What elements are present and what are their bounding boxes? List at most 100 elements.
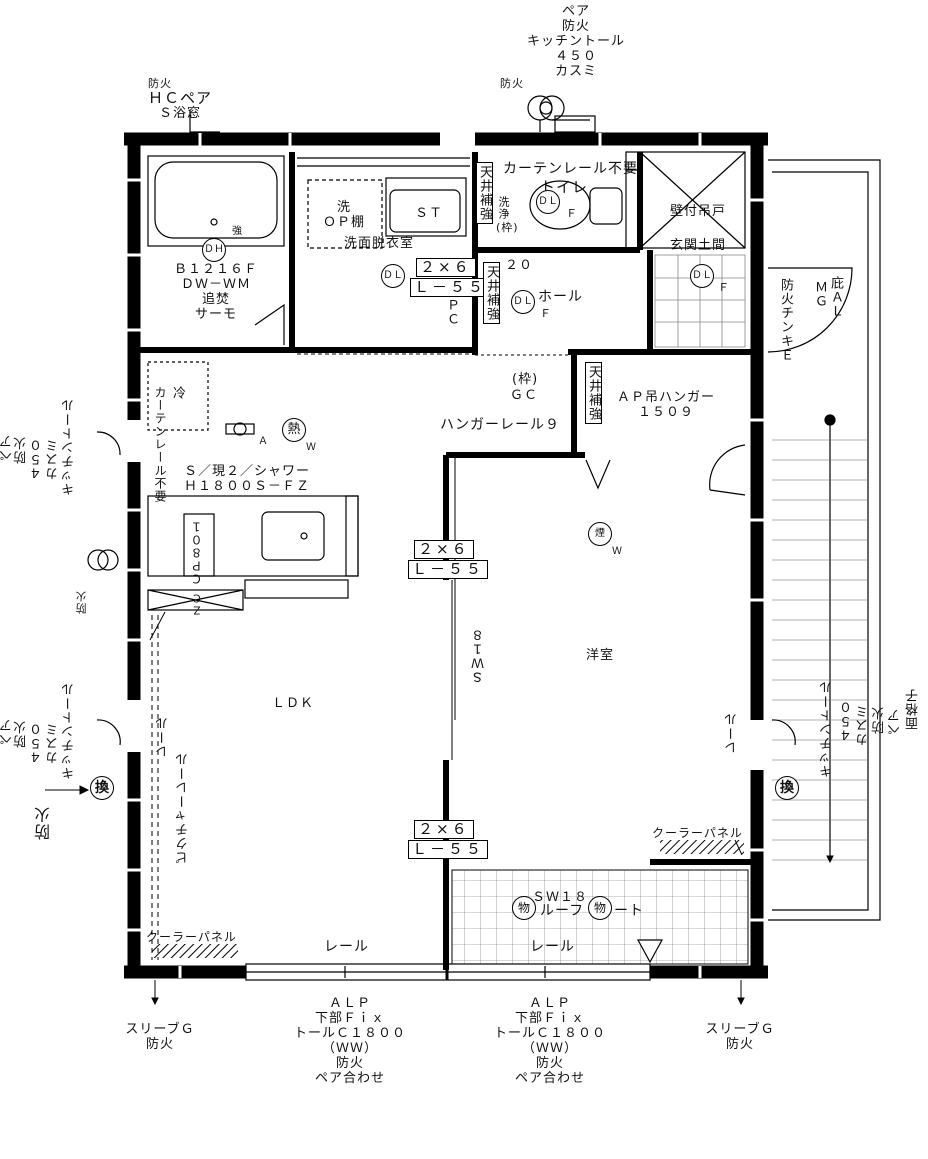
bath-spec-2: ＤＷ－ＷＭ [180, 277, 251, 292]
western-cooler-label: クーラーパネル [652, 826, 743, 840]
entrance-door-spec: 防火チンキＥ [778, 278, 793, 362]
toilet-f: Ｆ [566, 207, 578, 220]
bottom-window-2-label: ＡＬＰ 下部Ｆｉｘ トールＣ１８００ （ＷＷ） 防火 ペア合わせ [480, 996, 620, 1086]
western-smoke-symbol: 煙 [588, 522, 612, 546]
sleeve-left-label: スリーブＧ 防火 [110, 1022, 210, 1052]
hall-frame: (枠) [512, 372, 539, 387]
toilet-window-l3: キッチントール [526, 34, 625, 49]
washroom-name: 洗面脱衣室 [344, 236, 415, 251]
western-ceiling-reinforce: 天井補強 [585, 362, 602, 424]
wall-segment-gaps [124, 133, 764, 932]
hall-f: Ｆ [540, 307, 552, 320]
washroom-fixtures [307, 177, 467, 249]
right-window-l3: カスミ [856, 704, 871, 746]
entrance-floor-grid [654, 254, 746, 348]
entrance-label: 玄関土間 [670, 238, 727, 253]
ldk-cooler-label: クーラーパネル [146, 930, 237, 944]
bath-spec: Ｂ１２１６Ｆ ＤＷ－ＷＭ 追焚 サーモ [166, 262, 266, 322]
ldk-faucet-2: Ｈ１８００Ｓ－ＦＺ [183, 479, 310, 494]
hall-dl-symbol: ＤＬ [511, 290, 535, 314]
balcony-grating [772, 439, 868, 861]
ldk-rail: レール [156, 716, 171, 758]
left-lower-l5: カスミ [46, 722, 61, 764]
entrance-door-spec-3: 庇ＡＬ [828, 276, 843, 318]
washroom-st: ＳＴ [415, 206, 444, 221]
left-lower-l4: ４５０ [30, 722, 45, 764]
entrance-door [767, 267, 853, 353]
toilet-frame: (枠) [496, 221, 519, 234]
storage-sw: ＳＷ１８ [532, 890, 589, 905]
bath-strong: 強 [232, 226, 243, 237]
western-beam2-bottom: Ｌ－５５ [408, 840, 489, 859]
thin-partitions [297, 151, 746, 760]
ldk-picture-rail: ピクチャーレール [176, 752, 191, 864]
entrance-dl-symbol: ＤＬ [690, 264, 714, 288]
right-window-l1: キッチントール [820, 680, 835, 778]
toilet-window-label: ペア 防火 キッチントール ４５０ カスミ [516, 4, 636, 79]
toilet-fixture [529, 180, 623, 230]
kitchen-fixtures [147, 361, 359, 611]
bw1-l6: ペア合わせ [314, 1071, 385, 1086]
right-window-l5: ペア [888, 708, 903, 736]
washroom-shelf-2: ＯＰ棚 [322, 215, 365, 230]
toilet-curtain-note: カーテンレール不要 [503, 161, 638, 177]
bw1-l5: 防火 [335, 1056, 364, 1071]
bw2-l5: 防火 [535, 1056, 564, 1071]
entrance-door-4: 庇ＡＬ [828, 276, 843, 318]
toilet-window-l5: カスミ [554, 64, 597, 79]
western-hanger-label: ＡＰ吊ハンガー [616, 390, 715, 405]
bw2-l1: ＡＬＰ [528, 996, 571, 1011]
hall-beam-bottom: Ｌ－５５ [410, 278, 491, 297]
bw2-l2: 下部Ｆｉｘ [514, 1011, 585, 1026]
storage-label-2: ルーフ [540, 903, 585, 919]
left-lower-l3: キッチントール [62, 682, 77, 780]
left-upper-l4: ４５０ [30, 438, 45, 480]
left-lower-l1: ペア [0, 718, 15, 746]
gap-marks-bottom [178, 966, 702, 978]
sleeve-right-l1: スリーブＧ [705, 1022, 775, 1037]
window-fittings [87, 95, 596, 571]
toilet-washlet: 洗浄 [497, 196, 510, 220]
storage-symbol-2: 物 [588, 896, 612, 920]
ldk-cabinet-2: ＺＣ [191, 592, 204, 616]
left-vent-fire: 防火 [75, 590, 88, 614]
washroom-pc: ＰＣ [444, 298, 459, 326]
western-beam1-top: ２×６ [414, 540, 474, 559]
ldk-heat-w: Ｗ [306, 442, 317, 453]
hall-number: ２０ [505, 258, 534, 273]
left-lower-l2: 防火 [14, 720, 29, 748]
toilet-dl-symbol: ＤＬ [536, 190, 560, 214]
closet-door [96, 431, 796, 746]
hall-gc: ＧＣ [510, 388, 539, 403]
bw1-l3: トールＣ１８００ [293, 1026, 406, 1041]
ldk-cold: 冷 [170, 386, 185, 400]
bw1-l2: 下部Ｆｉｘ [314, 1011, 385, 1026]
toilet-window-l4: ４５０ [554, 49, 597, 64]
washroom-dl-symbol: ＤＬ [381, 264, 405, 288]
bath-window-label: 防火 ＨＣペア Ｓ浴窓 [148, 76, 212, 121]
western-beam2-top: ２×６ [414, 820, 474, 839]
toilet-ceiling-reinforce: 天井補強 [476, 162, 493, 224]
sleeve-right-label: スリーブＧ 防火 [690, 1022, 790, 1052]
bath-dh-symbol: ＤＨ [202, 238, 226, 262]
ldk-cabinet: ＣＰ８０１ [190, 520, 204, 585]
picture-rail [151, 615, 159, 960]
ldk-fire-label: 防火 [34, 806, 53, 840]
right-window-l4: 防火 [872, 706, 887, 734]
entrance-f: Ｆ [718, 281, 730, 294]
bottom-window-1-label: ＡＬＰ 下部Ｆｉｘ トールＣ１８００ （ＷＷ） 防火 ペア合わせ [280, 996, 420, 1086]
sleeve-left-l1: スリーブＧ [125, 1022, 195, 1037]
left-upper-l5: カスミ [46, 438, 61, 480]
left-window-lower: キッチントール カスミ ４５０ 防火 ペア [0, 682, 80, 802]
hall-ceiling-reinforce: 天井補強 [483, 262, 500, 324]
bw1-l1: ＡＬＰ [328, 996, 371, 1011]
right-window: キッチントール ４５０ カスミ 防火 ペア 面格子 [810, 680, 928, 800]
balcony-grille-label: 面格子 [906, 688, 921, 730]
bath-window-name: Ｓ浴窓 [159, 106, 202, 121]
western-rail: レール [725, 712, 740, 754]
ldk-label: ＬＤＫ [272, 696, 315, 711]
right-window-l2: ４５０ [840, 700, 855, 742]
western-hanger: ＡＰ吊ハンガー １５０９ [606, 390, 726, 420]
entrance-door-2: チンキＥ [778, 306, 793, 362]
western-beam1-bottom: Ｌ－５５ [408, 560, 489, 579]
